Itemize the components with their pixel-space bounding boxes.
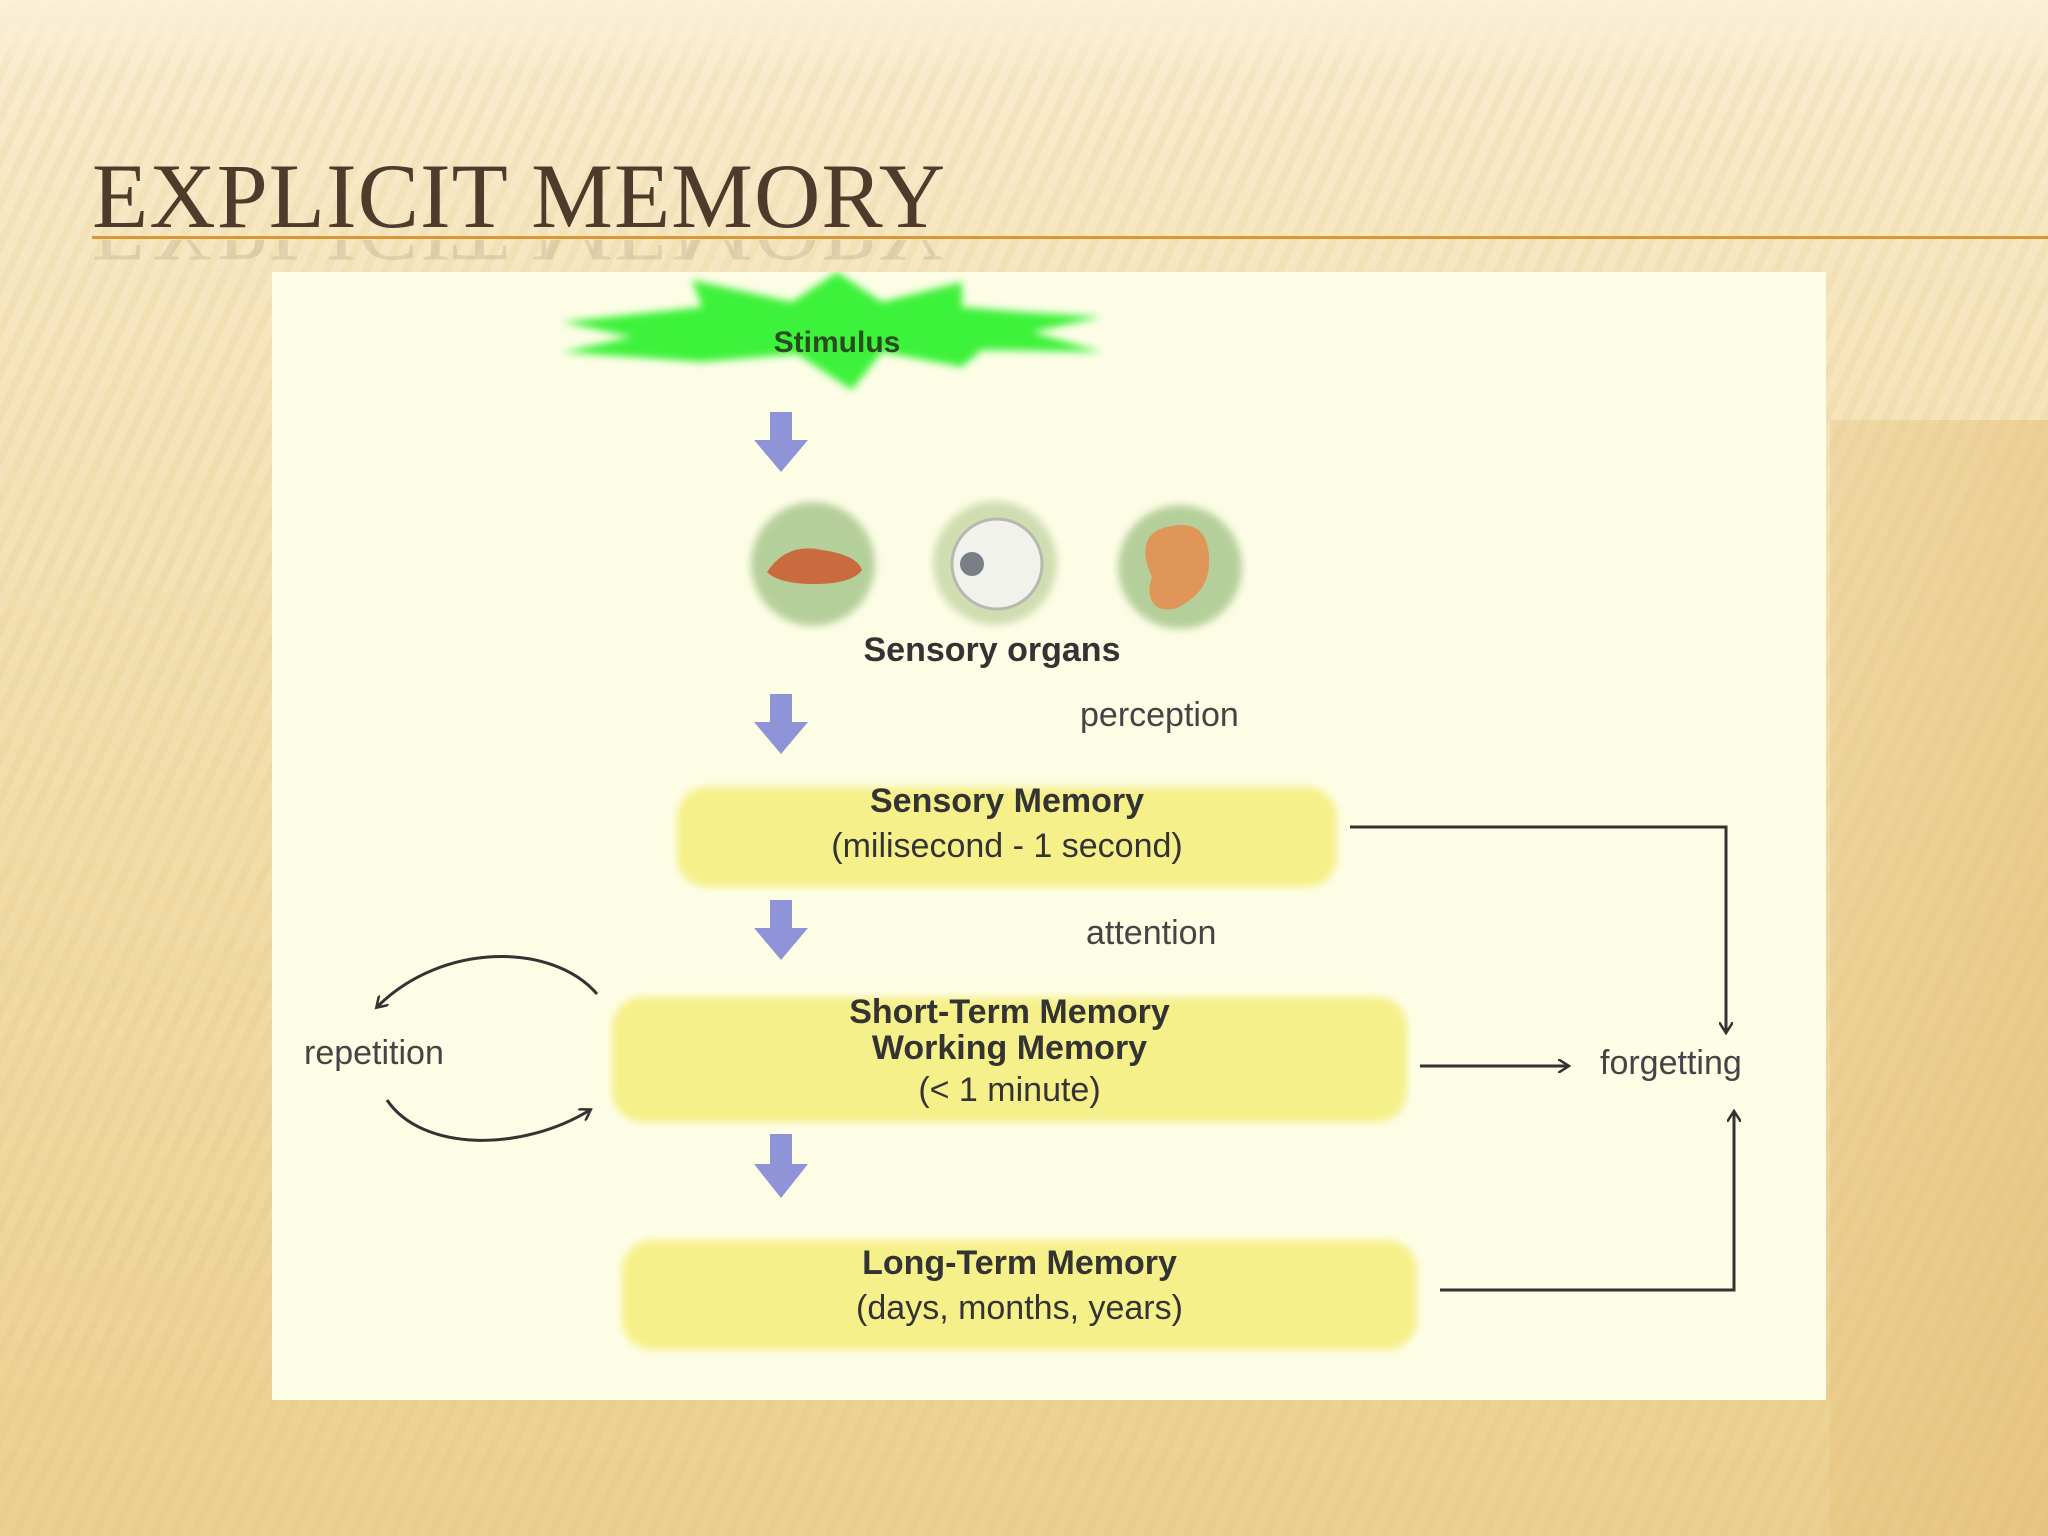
tongue-icon bbox=[767, 548, 862, 584]
sensory-memory-duration: (milisecond - 1 second) bbox=[831, 827, 1183, 865]
short-term-memory-title: Short-Term Memory bbox=[849, 993, 1170, 1031]
sensory-memory-box bbox=[677, 787, 1337, 887]
sensory-memory-title: Sensory Memory bbox=[870, 782, 1144, 820]
working-memory-subtitle: Working Memory bbox=[871, 1029, 1148, 1067]
attention-label: attention bbox=[1086, 914, 1217, 952]
short-term-memory-box bbox=[612, 997, 1407, 1122]
organs-graphics bbox=[272, 501, 1826, 1350]
slide-title: EXPLICIT MEMORY bbox=[92, 145, 947, 247]
background-top-band bbox=[0, 0, 2048, 80]
arrow-stimulus-to-organs bbox=[754, 412, 808, 472]
diagram-graphics bbox=[562, 272, 1102, 1198]
ear-icon bbox=[1145, 525, 1210, 610]
sensory-organs-label: Sensory organs bbox=[863, 631, 1121, 669]
flow-arrows bbox=[754, 412, 808, 1198]
sensory-to-forgetting-line bbox=[1350, 825, 1726, 1032]
eye-pupil bbox=[960, 552, 984, 576]
long-term-memory-title: Long-Term Memory bbox=[862, 1244, 1177, 1282]
slide-title-reflection: EXPLICIT MEMORY bbox=[92, 240, 946, 276]
eye-icon bbox=[950, 517, 1044, 611]
title-underline bbox=[92, 236, 2048, 239]
repetition-arc-bottom bbox=[385, 1099, 590, 1142]
arrow-perception bbox=[754, 694, 808, 754]
short-term-memory-duration: (< 1 minute) bbox=[918, 1071, 1101, 1109]
long-term-memory-duration: (days, months, years) bbox=[856, 1289, 1183, 1327]
repetition-label: repetition bbox=[304, 1034, 444, 1072]
perception-label: perception bbox=[1080, 696, 1239, 734]
background-right-band bbox=[1830, 420, 2048, 1536]
long-term-to-forgetting-line bbox=[1440, 1112, 1734, 1292]
forgetting-connectors bbox=[377, 825, 1734, 1292]
forgetting-label: forgetting bbox=[1600, 1044, 1742, 1082]
arrow-short-to-long bbox=[754, 1134, 808, 1198]
repetition-arc-top bbox=[377, 954, 599, 1007]
arrow-attention bbox=[754, 900, 808, 960]
long-term-memory-box bbox=[622, 1240, 1417, 1350]
stimulus-burst bbox=[562, 272, 1102, 390]
stimulus-label: Stimulus bbox=[773, 326, 901, 359]
memory-diagram: Stimulus Sensory organs perception Senso… bbox=[272, 272, 1826, 1400]
